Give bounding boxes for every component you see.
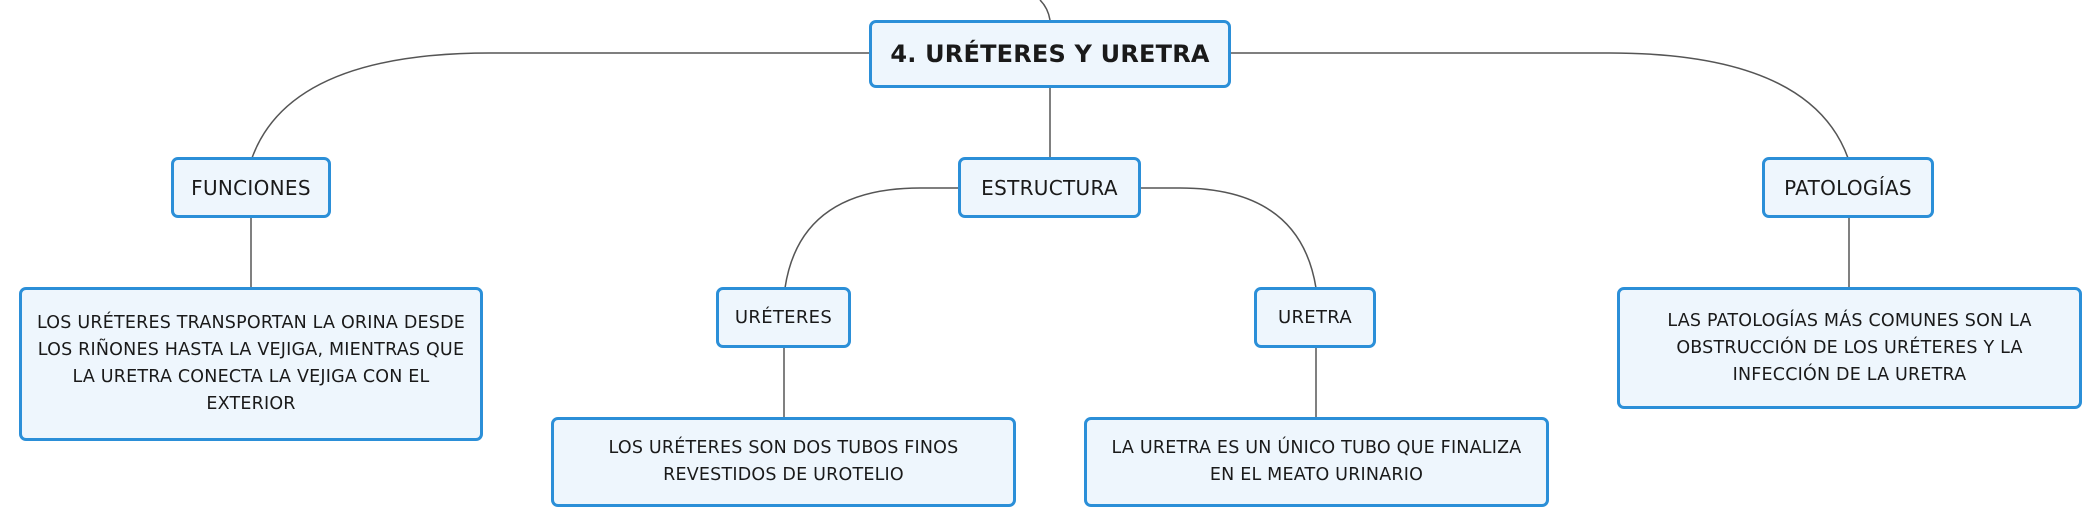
topic-funciones-detail[interactable]: LOS URÉTERES TRANSPORTAN LA ORINA DESDE … (19, 287, 483, 441)
topic-uretra-detail[interactable]: LA URETRA ES UN ÚNICO TUBO QUE FINALIZA … (1084, 417, 1549, 507)
topic-patologias[interactable]: PATOLOGÍAS (1762, 157, 1934, 218)
connector-root-funciones (251, 52, 870, 159)
detail-line: INFECCIÓN DE LA URETRA (1732, 364, 1967, 385)
topic-funciones[interactable]: FUNCIONES (171, 157, 331, 218)
connector-estructura-uretra (1140, 187, 1317, 289)
topic-uretra-label: URETRA (1278, 307, 1352, 328)
detail-line: LAS PATOLOGÍAS MÁS COMUNES SON LA (1667, 310, 2032, 331)
detail-line: OBSTRUCCIÓN DE LOS URÉTERES Y LA (1676, 337, 2023, 358)
root-topic-node[interactable]: 4. URÉTERES Y URETRA (869, 20, 1231, 88)
detail-line: LA URETRA CONECTA LA VEJIGA CON EL (72, 367, 430, 387)
connector-estructura-ureteres (784, 187, 960, 289)
detail-line: LOS URÉTERES TRANSPORTAN LA ORINA DESDE (36, 313, 466, 333)
topic-estructura-label: ESTRUCTURA (981, 175, 1118, 200)
detail-line: LOS RIÑONES HASTA LA VEJIGA, MIENTRAS QU… (37, 340, 465, 360)
topic-uretra[interactable]: URETRA (1254, 287, 1376, 348)
connector-root-patologias (1230, 52, 1849, 159)
detail-line: LOS URÉTERES SON DOS TUBOS FINOS (608, 438, 959, 458)
topic-ureteres-label: URÉTERES (734, 307, 833, 328)
topic-patologias-detail[interactable]: LAS PATOLOGÍAS MÁS COMUNES SON LA OBSTRU… (1617, 287, 2082, 409)
detail-line: EN EL MEATO URINARIO (1209, 465, 1424, 485)
root-topic-label: 4. URÉTERES Y URETRA (890, 40, 1210, 68)
topic-ureteres[interactable]: URÉTERES (716, 287, 851, 348)
topic-funciones-label: FUNCIONES (191, 175, 311, 200)
topic-patologias-label: PATOLOGÍAS (1784, 175, 1912, 200)
detail-line: LA URETRA ES UN ÚNICO TUBO QUE FINALIZA (1111, 438, 1522, 458)
topic-ureteres-detail[interactable]: LOS URÉTERES SON DOS TUBOS FINOS REVESTI… (551, 417, 1016, 507)
detail-line: EXTERIOR (206, 394, 296, 414)
connector-root-parent (1039, 0, 1051, 21)
topic-estructura[interactable]: ESTRUCTURA (958, 157, 1141, 218)
detail-line: REVESTIDOS DE UROTELIO (663, 465, 904, 485)
